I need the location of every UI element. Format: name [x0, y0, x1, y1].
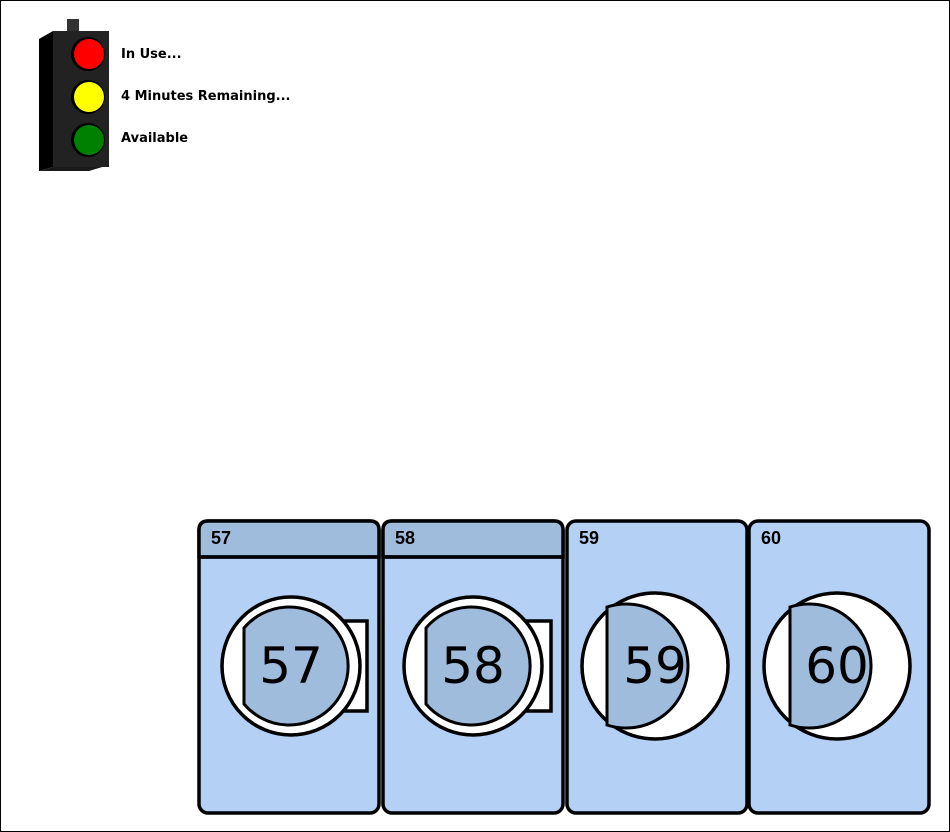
traffic-light-side — [39, 31, 53, 171]
machine-60[interactable]: 60 60 — [747, 519, 931, 815]
machine-number-label: 58 — [395, 528, 416, 548]
traffic-light-pole — [67, 19, 79, 33]
door-number-label: 58 — [441, 637, 505, 695]
machine-row: 57 57 58 58 59 59 — [197, 519, 933, 817]
machine-number-label: 57 — [211, 528, 232, 548]
washer-icon — [747, 519, 931, 815]
red-light-icon — [74, 39, 104, 69]
door-number-label: 60 — [805, 637, 869, 695]
machine-number-label: 60 — [761, 528, 782, 548]
machine-58[interactable]: 58 58 — [381, 519, 565, 815]
yellow-light-icon — [74, 82, 104, 112]
washer-icon — [381, 519, 565, 815]
machine-57[interactable]: 57 57 — [197, 519, 381, 815]
washer-icon — [197, 519, 381, 815]
machine-59[interactable]: 59 59 — [565, 519, 749, 815]
machine-number-label: 59 — [579, 528, 600, 548]
status-legend: In Use... 4 Minutes Remaining... Availab… — [37, 19, 337, 179]
door-number-label: 57 — [259, 637, 323, 695]
green-light-icon — [74, 125, 104, 155]
traffic-light-icon — [39, 19, 109, 171]
legend-in-use-label: In Use... — [121, 47, 182, 62]
door-number-label: 59 — [623, 637, 687, 695]
legend-available-label: Available — [121, 131, 189, 146]
legend-four-minutes-label: 4 Minutes Remaining... — [121, 89, 291, 104]
washer-icon — [565, 519, 749, 815]
